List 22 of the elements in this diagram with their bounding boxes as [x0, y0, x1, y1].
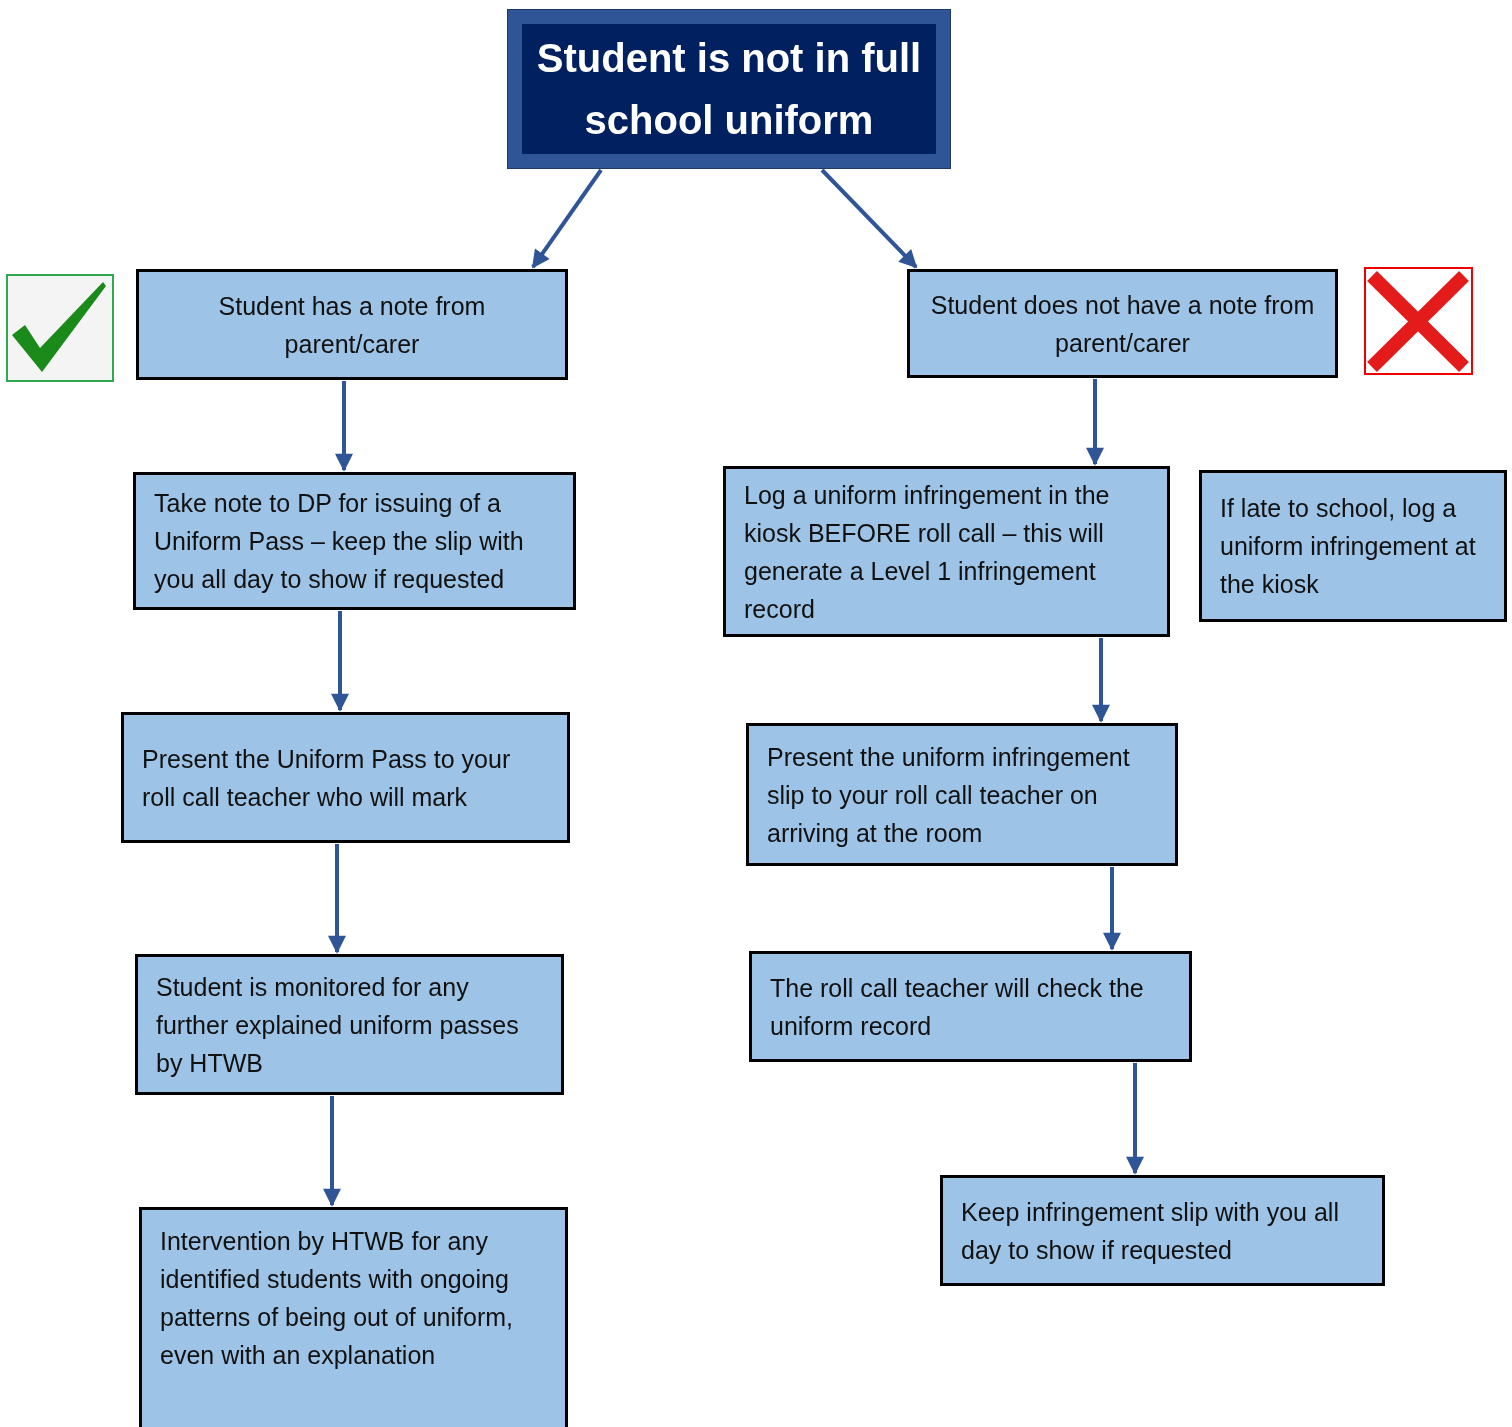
process-box: Student does not have a note from parent/carer — [907, 269, 1338, 378]
arrow — [531, 168, 603, 269]
process-box: If late to school, log a uniform infringement at the kiosk — [1199, 470, 1507, 622]
arrow — [335, 381, 353, 472]
title-box: Student is not in full school uniform — [508, 10, 950, 168]
arrow — [331, 611, 349, 712]
arrow — [1126, 1063, 1144, 1175]
process-box: Present the uniform infringement slip to your roll call teacher on arriving at the room — [746, 723, 1178, 866]
arrow — [323, 1096, 341, 1207]
process-box: Intervention by HTWB for any identified students with ongoing patterns of being out of uniform, even with an explanation — [139, 1207, 568, 1427]
process-box: Student has a note from parent/carer — [136, 269, 568, 380]
process-box: Student is monitored for any further explained uniform passes by HTWB — [135, 954, 564, 1095]
arrow — [820, 168, 918, 269]
process-box: Present the Uniform Pass to your roll call teacher who will mark — [121, 712, 570, 843]
process-box: Take note to DP for issuing of a Uniform Pass – keep the slip with you all day to show if requested — [133, 472, 576, 610]
arrow — [1103, 867, 1121, 951]
process-box: Log a uniform infringement in the kiosk BEFORE roll call – this will generate a Level 1 infringement record — [723, 466, 1170, 637]
arrow — [1092, 638, 1110, 723]
arrow — [1086, 379, 1104, 466]
arrow — [328, 844, 346, 954]
process-box: The roll call teacher will check the uniform record — [749, 951, 1192, 1062]
process-box: Keep infringement slip with you all day to show if requested — [940, 1175, 1385, 1286]
